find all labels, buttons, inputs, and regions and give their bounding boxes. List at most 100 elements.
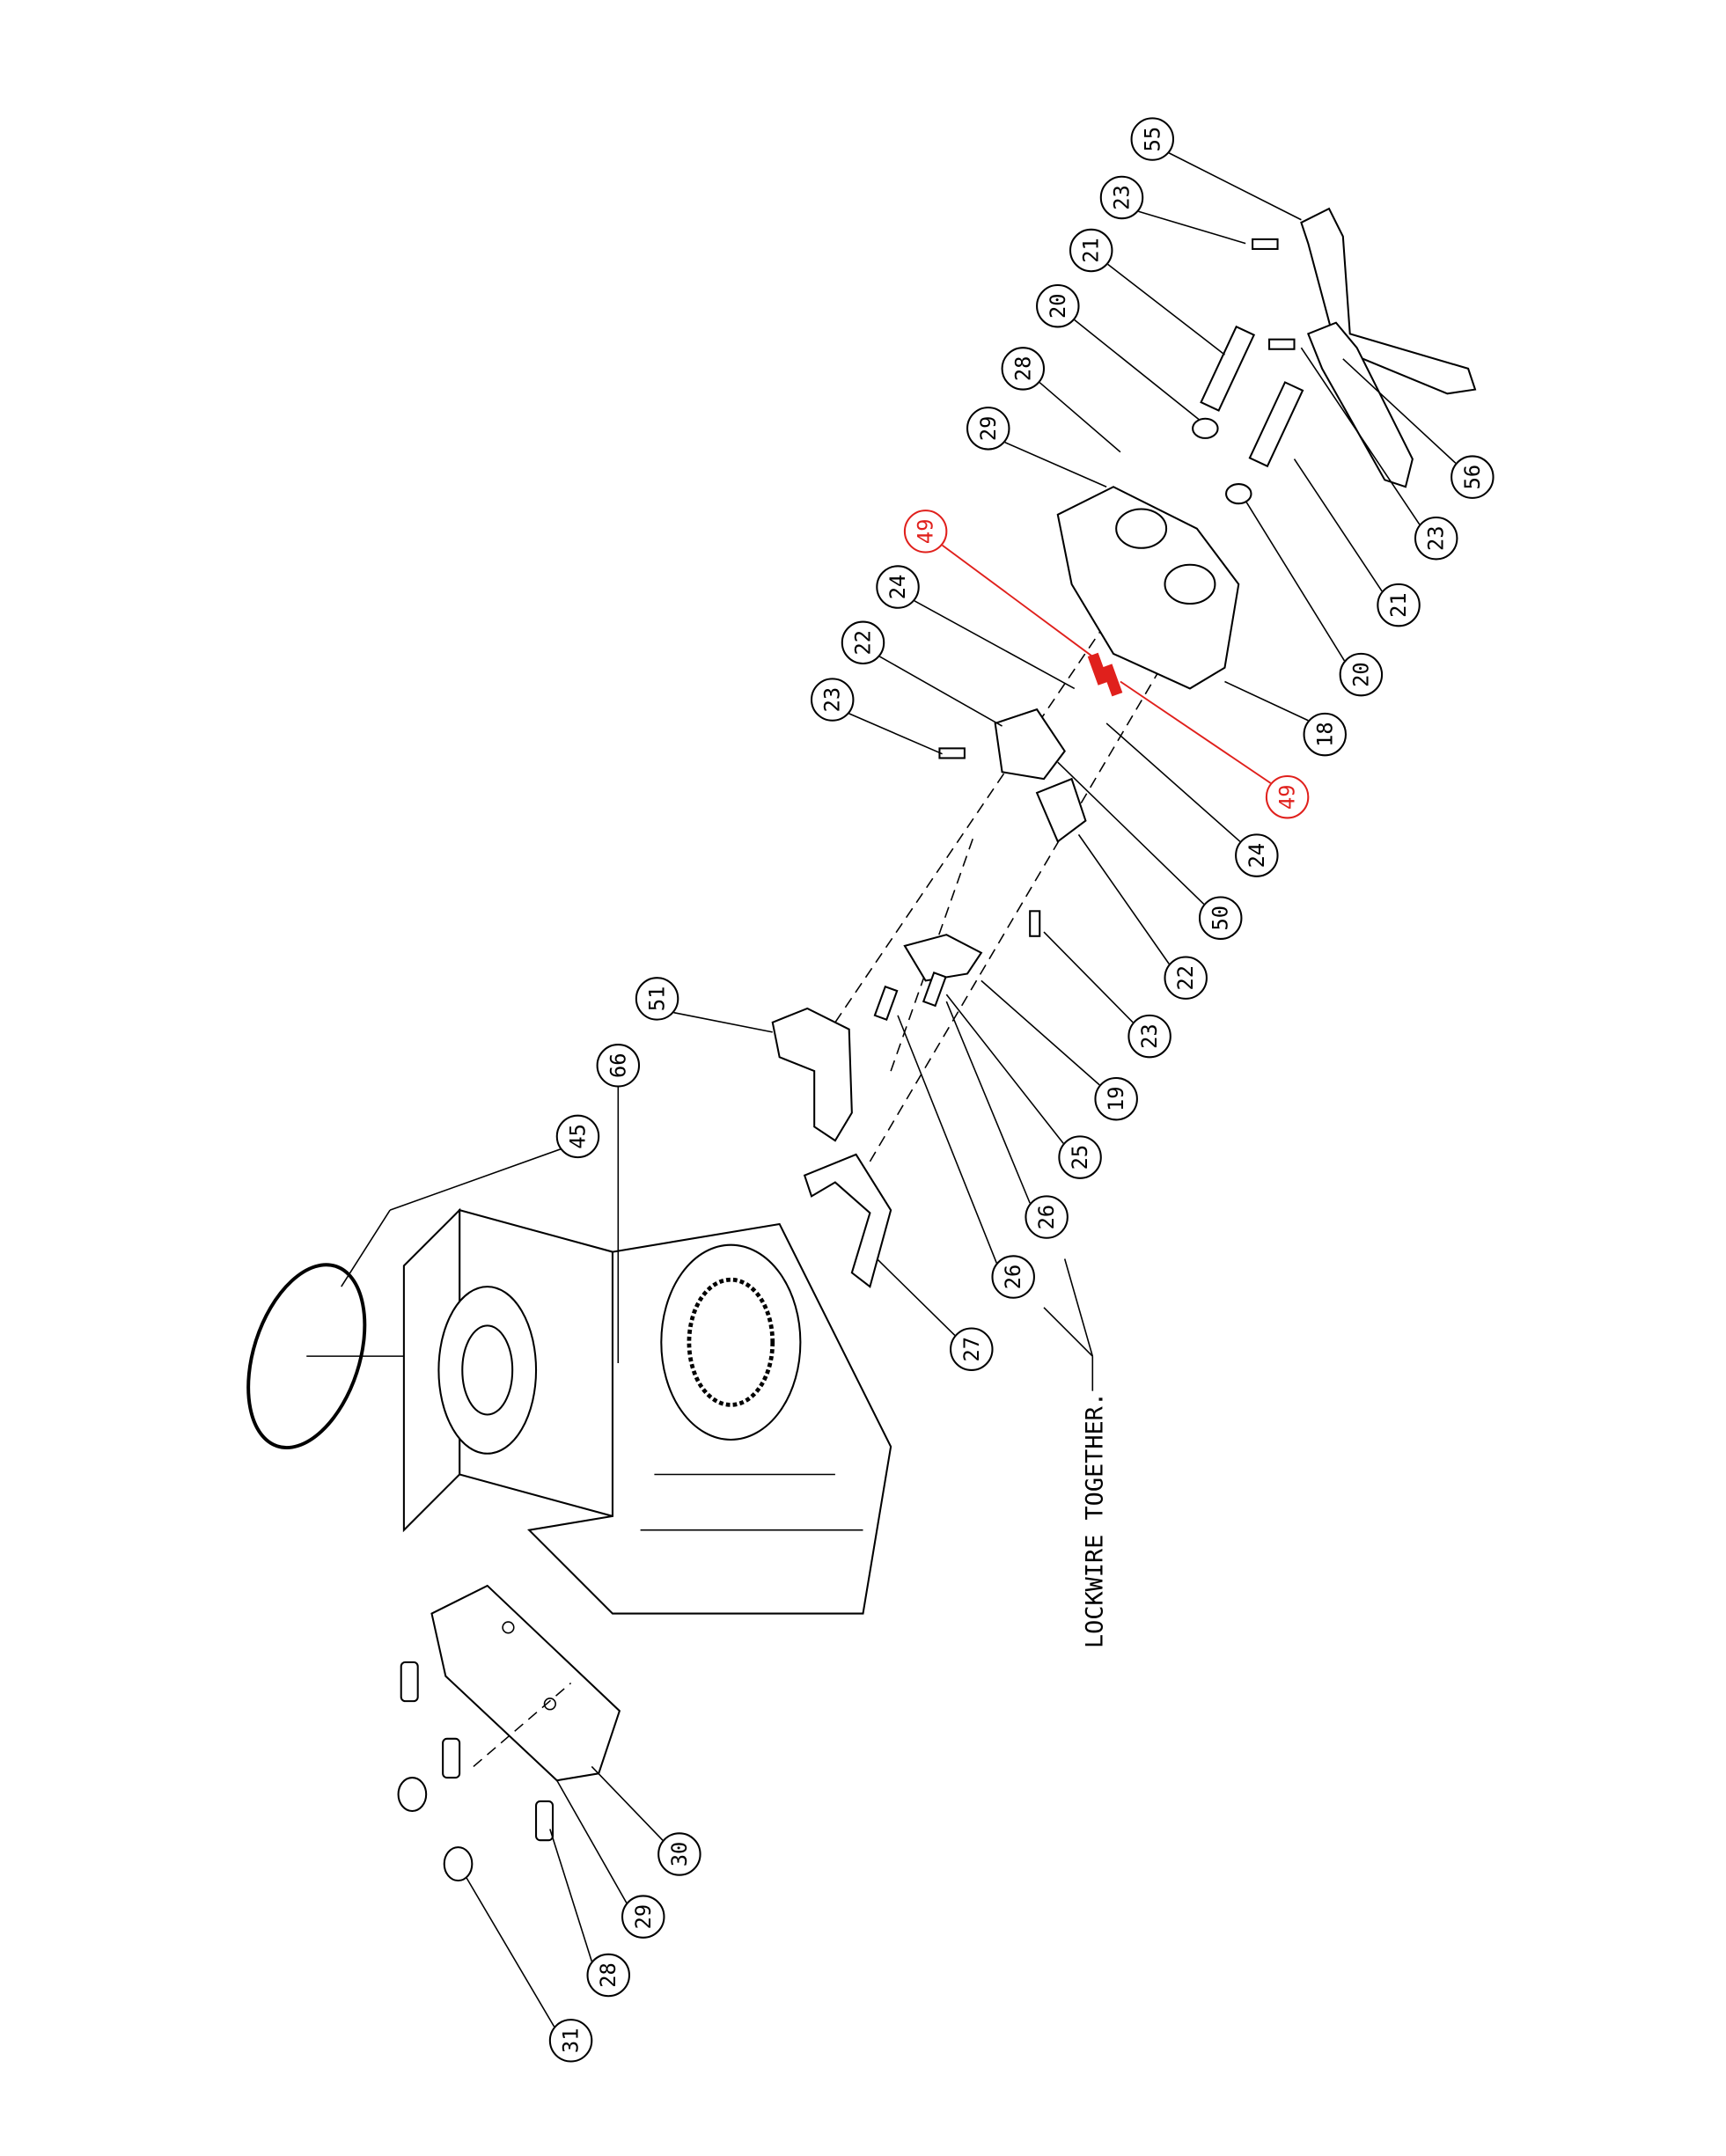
detent-block bbox=[903, 934, 983, 982]
callout-circle bbox=[903, 510, 948, 554]
callout-circle bbox=[1451, 455, 1495, 499]
callout-number: 56 bbox=[1460, 465, 1485, 490]
callout-number: 31 bbox=[559, 2028, 584, 2054]
callout-22: 22 bbox=[841, 620, 885, 664]
callout-number: 24 bbox=[1245, 843, 1269, 869]
leader-lines bbox=[341, 152, 1457, 2028]
callout-circle bbox=[810, 678, 855, 722]
callout-49: 49 bbox=[1265, 774, 1310, 819]
callout-55: 55 bbox=[1130, 117, 1175, 161]
gasket-ring bbox=[246, 1263, 367, 1449]
callout-number: 29 bbox=[976, 416, 1001, 442]
callout-21: 21 bbox=[1377, 583, 1421, 627]
callout-circle bbox=[991, 1255, 1035, 1299]
callout-circle bbox=[876, 565, 920, 609]
callout-19: 19 bbox=[1094, 1076, 1138, 1121]
callout-number: 28 bbox=[596, 1962, 621, 1988]
callout-66: 66 bbox=[596, 1044, 641, 1088]
callout-circle bbox=[596, 1044, 641, 1088]
callout-30: 30 bbox=[657, 1832, 701, 1876]
callout-number: 28 bbox=[1010, 356, 1035, 382]
callout-number: 22 bbox=[851, 630, 876, 656]
callout-circle bbox=[621, 1895, 665, 1939]
shift-yoke bbox=[771, 1007, 853, 1142]
callout-20: 20 bbox=[1339, 652, 1384, 697]
o-ring-seal bbox=[1087, 652, 1109, 686]
callout-23: 23 bbox=[1099, 175, 1144, 220]
callout-18: 18 bbox=[1303, 712, 1348, 757]
callout-22: 22 bbox=[1164, 956, 1208, 1000]
callout-circle bbox=[950, 1327, 994, 1371]
callout-circle bbox=[1339, 652, 1384, 697]
callout-21: 21 bbox=[1069, 228, 1113, 273]
o-ring-seal bbox=[1101, 664, 1123, 697]
callout-29: 29 bbox=[621, 1895, 665, 1939]
callout-number: 45 bbox=[565, 1124, 590, 1149]
callout-27: 27 bbox=[950, 1327, 994, 1371]
callout-circle bbox=[841, 620, 885, 664]
callout-circle bbox=[548, 2019, 593, 2063]
callout-20: 20 bbox=[1036, 284, 1080, 328]
callout-circle bbox=[1069, 228, 1113, 273]
callout-number: 21 bbox=[1386, 592, 1411, 618]
callout-number: 18 bbox=[1312, 722, 1337, 747]
callout-29: 29 bbox=[966, 407, 1010, 451]
callout-number: 20 bbox=[1046, 293, 1070, 319]
callout-number: 50 bbox=[1208, 906, 1233, 931]
callout-number: 25 bbox=[1068, 1145, 1092, 1170]
callout-number: 22 bbox=[1173, 965, 1198, 991]
callout-31: 31 bbox=[548, 2019, 593, 2063]
callout-circle bbox=[1130, 117, 1175, 161]
callout-circle bbox=[1094, 1076, 1138, 1121]
callout-23: 23 bbox=[1127, 1014, 1171, 1059]
callout-circle bbox=[1058, 1135, 1102, 1179]
callout-number: 49 bbox=[914, 519, 938, 545]
callout-circle bbox=[1025, 1195, 1069, 1239]
callout-circle bbox=[555, 1114, 600, 1159]
callout-number: 23 bbox=[1137, 1023, 1162, 1049]
callout-number: 19 bbox=[1104, 1086, 1128, 1111]
callout-49: 49 bbox=[903, 510, 948, 554]
callout-number: 21 bbox=[1079, 238, 1104, 263]
callout-number: 27 bbox=[959, 1337, 984, 1362]
callout-number: 55 bbox=[1140, 127, 1164, 152]
callout-24: 24 bbox=[876, 565, 920, 609]
callout-circle bbox=[966, 407, 1010, 451]
callout-24: 24 bbox=[1235, 833, 1279, 877]
callout-51: 51 bbox=[635, 977, 679, 1021]
callout-circle bbox=[1001, 347, 1046, 391]
callout-circle bbox=[1099, 175, 1144, 220]
callout-number: 66 bbox=[606, 1053, 630, 1079]
cover-plate bbox=[397, 1584, 621, 1882]
callout-number: 49 bbox=[1275, 784, 1300, 810]
callout-23: 23 bbox=[1414, 516, 1458, 561]
callout-number: 26 bbox=[1001, 1265, 1025, 1290]
shift-fork bbox=[803, 1153, 892, 1288]
callout-circle bbox=[635, 977, 679, 1021]
callout-number: 20 bbox=[1348, 662, 1373, 687]
callout-number: 51 bbox=[645, 986, 670, 1012]
callout-number: 26 bbox=[1034, 1205, 1059, 1230]
callout-26: 26 bbox=[1025, 1195, 1069, 1239]
callout-circle bbox=[1377, 583, 1421, 627]
callout-circle bbox=[1036, 284, 1080, 328]
callout-circle bbox=[1235, 833, 1279, 877]
callout-circle bbox=[657, 1832, 701, 1876]
callout-28: 28 bbox=[1001, 347, 1046, 391]
callout-circle bbox=[1164, 956, 1208, 1000]
callout-circle bbox=[1303, 712, 1348, 757]
callout-number: 24 bbox=[885, 575, 910, 600]
callout-number: 23 bbox=[820, 687, 845, 713]
callout-group: 5523212028294924222356232120184924502223… bbox=[548, 117, 1495, 2063]
shift-cover bbox=[1056, 486, 1240, 690]
callout-circle bbox=[1414, 516, 1458, 561]
callout-56: 56 bbox=[1451, 455, 1495, 499]
pto-housing bbox=[402, 1207, 892, 1615]
callout-number: 30 bbox=[667, 1842, 692, 1867]
callout-50: 50 bbox=[1198, 896, 1243, 940]
shift-lever-56 bbox=[1306, 321, 1414, 488]
callout-circle bbox=[586, 1953, 630, 1998]
callout-circle bbox=[1198, 896, 1243, 940]
callout-25: 25 bbox=[1058, 1135, 1102, 1179]
